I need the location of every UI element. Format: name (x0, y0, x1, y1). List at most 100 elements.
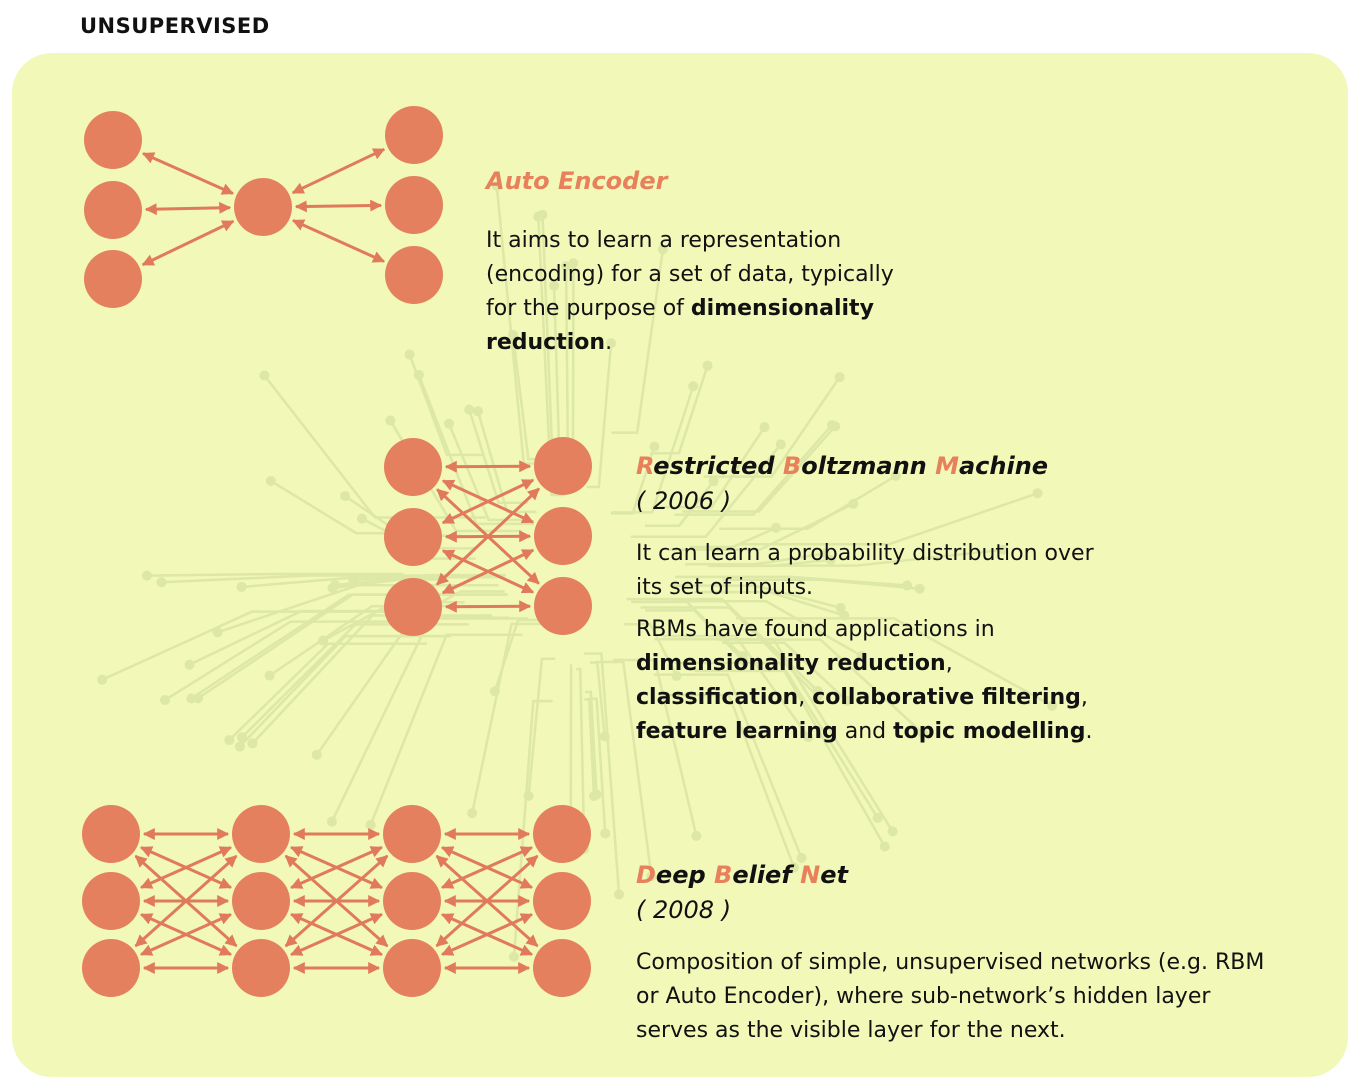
circuit-pad (708, 476, 719, 487)
circuit-trace (674, 424, 833, 516)
circuit-trace (595, 660, 653, 877)
circuit-pad (385, 415, 396, 426)
circuit-pad (159, 695, 170, 706)
circuit-trace (674, 661, 886, 848)
dbn-node (533, 805, 591, 863)
rbm-edge (441, 548, 535, 595)
dbn-node (232, 872, 290, 930)
circuit-pad (614, 889, 625, 900)
dbn-node (383, 872, 441, 930)
rbm-node (534, 437, 592, 495)
dbn-node (533, 872, 591, 930)
circuit-pad (264, 670, 275, 681)
circuit-pad (657, 244, 668, 255)
circuit-pad (588, 791, 599, 802)
circuit-trace (694, 590, 845, 617)
circuit-pad (835, 602, 846, 613)
circuit-trace (251, 614, 493, 745)
circuit-trace (669, 584, 841, 610)
dbn-node (533, 939, 591, 997)
circuit-pad (825, 554, 836, 565)
circuit-pad (537, 209, 548, 220)
circuit-trace (654, 638, 894, 833)
circuit-pad (600, 828, 611, 839)
circuit-trace (694, 669, 879, 819)
circuit-pad (472, 406, 483, 417)
auto-encoder-node (385, 176, 443, 234)
circuit-pad (327, 582, 338, 593)
circuit-pad (738, 655, 749, 666)
circuit-trace (670, 600, 863, 658)
rbm-text: Restricted Boltzmann Machine ( 2006 ) It… (636, 449, 1096, 757)
circuit-trace (583, 652, 621, 895)
dbn-text: Deep Belief Net ( 2008 ) Composition of … (636, 858, 1276, 1056)
rbm-edge (444, 460, 532, 473)
dbn-description: Composition of simple, unsupervised netw… (636, 950, 1265, 1043)
auto-encoder-edge (291, 147, 386, 195)
rbm-description-2: RBMs have found applications in dimensio… (636, 617, 1093, 744)
circuit-pad (311, 749, 322, 760)
rbm-year: ( 2006 ) (636, 487, 732, 515)
circuit-pad (819, 548, 830, 559)
auto-encoder-edge (294, 199, 383, 213)
auto-encoder-edge (141, 219, 235, 267)
circuit-trace (576, 667, 586, 849)
circuit-pad (236, 581, 247, 592)
rbm-edge (444, 600, 532, 613)
circuit-pad (467, 808, 478, 819)
circuit-pad (834, 372, 845, 383)
dbn-node (82, 805, 140, 863)
circuit-trace (675, 575, 908, 587)
circuit-pad (688, 381, 699, 392)
circuit-trace (722, 578, 920, 590)
circuit-trace (585, 690, 598, 795)
circuit-pad (234, 741, 245, 752)
circuit-pad (404, 349, 415, 360)
dbn-title: Deep Belief Net (636, 861, 848, 889)
circuit-trace (662, 634, 810, 738)
dbn-year: ( 2008 ) (636, 896, 732, 924)
circuit-pad (356, 513, 367, 524)
circuit-pad (1032, 488, 1043, 499)
circuit-trace (613, 658, 698, 837)
circuit-trace (470, 622, 551, 814)
circuit-pad (841, 695, 852, 706)
circuit-pad (156, 577, 167, 588)
circuit-pad (702, 360, 713, 371)
dbn-edge (441, 913, 533, 956)
circuit-pad (259, 370, 270, 381)
dbn-node (232, 805, 290, 863)
dbn-node (82, 939, 140, 997)
circuit-trace (626, 597, 819, 692)
circuit-pad (691, 830, 702, 841)
dbn-edge (290, 913, 383, 956)
circuit-pad (649, 441, 660, 452)
circuit-trace (682, 425, 837, 513)
circuit-trace (588, 697, 607, 834)
rbm-node (534, 507, 592, 565)
auto-encoder-edge (291, 219, 386, 263)
circuit-trace (101, 610, 402, 681)
circuit-pad (491, 181, 502, 192)
circuit-trace (238, 634, 452, 748)
circuit-trace (739, 492, 1038, 546)
circuit-trace (685, 552, 826, 566)
circuit-trace (408, 354, 485, 457)
auto-encoder-node (84, 111, 142, 169)
circuit-pad (914, 583, 925, 594)
circuit-trace (527, 657, 556, 796)
circuit-pad (247, 738, 258, 749)
circuit-pad (848, 498, 859, 509)
circuit-trace (493, 618, 542, 692)
circuit-pad (879, 841, 890, 852)
circuit-trace (640, 606, 819, 698)
rbm-node (384, 578, 442, 636)
circuit-pad (856, 650, 867, 661)
circuit-pad (464, 404, 475, 415)
circuit-trace (703, 376, 841, 478)
circuit-pad (265, 475, 276, 486)
circuit-pad (775, 439, 786, 450)
circuit-trace (650, 365, 709, 455)
circuit-pad (671, 670, 682, 681)
circuit-pad (803, 732, 814, 743)
